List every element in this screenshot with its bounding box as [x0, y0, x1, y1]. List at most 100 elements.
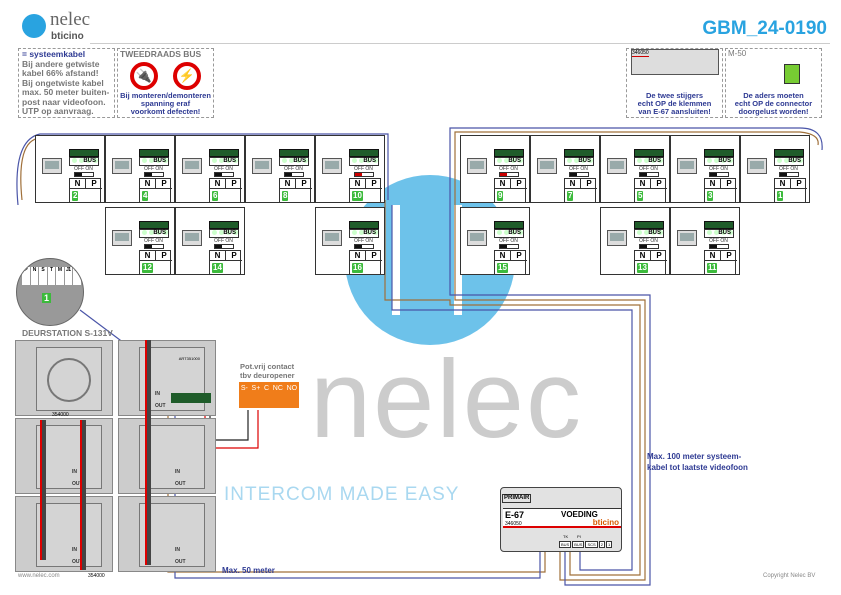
terminal-label: S — [39, 267, 47, 285]
termination-switch[interactable] — [144, 172, 164, 177]
termination-switch[interactable] — [354, 172, 374, 177]
unit-address: 5 — [637, 191, 644, 201]
termination-switch[interactable] — [354, 244, 374, 249]
ribbon-cable — [40, 420, 46, 560]
door-wire-blue — [174, 412, 541, 579]
partner-logo: bticino — [51, 31, 84, 42]
offon-label: OFF ON — [144, 238, 163, 244]
bus-wire-right-brown — [454, 131, 819, 581]
termination-switch[interactable] — [709, 172, 729, 177]
offon-label: OFF ON — [709, 166, 728, 172]
monitor-icon — [182, 230, 202, 246]
monitor-icon — [42, 158, 62, 174]
termination-switch[interactable] — [569, 172, 589, 177]
bus-label: BUS — [704, 157, 734, 166]
in-label: IN — [175, 547, 180, 553]
max100-label: Max. 100 meter systeem-kabel tot laatste… — [647, 452, 748, 472]
speaker-module — [15, 340, 113, 416]
bus-terminal — [494, 221, 524, 235]
bus-terminal — [349, 221, 379, 235]
offon-label: OFF ON — [639, 166, 658, 172]
termination-switch[interactable] — [214, 172, 234, 177]
termination-switch[interactable] — [639, 172, 659, 177]
out-label: OUT — [175, 481, 186, 487]
monitor-icon — [607, 158, 627, 174]
unit-address: 3 — [707, 191, 714, 201]
terminal-label: BUS — [559, 541, 572, 548]
offon-label: OFF ON — [144, 166, 163, 172]
terminal-label: S- — [240, 385, 248, 392]
termination-switch[interactable] — [499, 244, 519, 249]
website[interactable]: www.nelec.com — [18, 573, 60, 579]
main-module: ART351000 IN OUT — [118, 340, 216, 416]
terminal-label: BUS — [572, 541, 585, 548]
bus-terminal — [704, 149, 734, 163]
unit-address: 12 — [142, 263, 153, 273]
termination-switch[interactable] — [214, 244, 234, 249]
bus-label: BUS — [494, 157, 524, 166]
bus-wire-right-blue — [449, 127, 823, 586]
termination-switch[interactable] — [144, 244, 164, 249]
terminal-label: J1 — [64, 267, 72, 285]
bus-label: BUS — [634, 229, 664, 238]
unit-address: 9 — [497, 191, 504, 201]
offon-label: OFF ON — [499, 238, 518, 244]
unit-address: 1 — [777, 191, 784, 201]
watermark-logo-bars — [392, 205, 462, 315]
cable-legend: = systeemkabel — [22, 49, 86, 59]
monitor-icon — [677, 158, 697, 174]
termination-switch[interactable] — [709, 244, 729, 249]
terminal-label: N — [30, 267, 38, 285]
e67-mini: 346050 — [631, 49, 719, 75]
unit-address: 15 — [497, 263, 508, 273]
termination-switch[interactable] — [499, 172, 519, 177]
connector-icon — [784, 64, 800, 84]
offon-label: OFF ON — [214, 238, 233, 244]
header-rule — [90, 43, 830, 44]
offon-label: OFF ON — [74, 166, 93, 172]
termination-switch[interactable] — [74, 172, 94, 177]
cable-code-top: 354000 — [52, 412, 69, 418]
termination-switch[interactable] — [779, 172, 799, 177]
bus-terminal — [139, 149, 169, 163]
monitor-icon — [467, 230, 487, 246]
offon-label: OFF ON — [354, 166, 373, 172]
e67-name: E-67 — [505, 510, 525, 520]
in-label: IN — [155, 391, 160, 397]
unit-address: 4 — [142, 191, 149, 201]
out-label: OUT — [175, 559, 186, 565]
termination-switch[interactable] — [284, 172, 304, 177]
bus-terminal — [209, 221, 239, 235]
watermark-tagline: INTERCOM MADE EASY — [224, 484, 460, 505]
bus-terminal — [279, 149, 309, 163]
logo-text: nelec — [50, 9, 91, 30]
termination-switch[interactable] — [639, 244, 659, 249]
